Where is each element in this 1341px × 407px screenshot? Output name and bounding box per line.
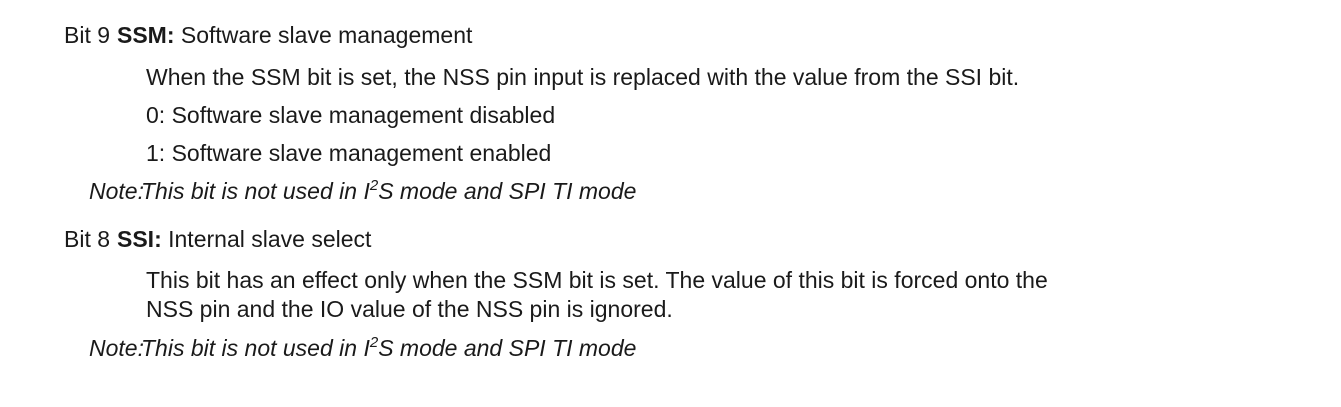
note-text-before: This bit is not used in I xyxy=(141,178,370,204)
note-label: Note: xyxy=(89,178,144,204)
bit-8-description-line-1: This bit has an effect only when the SSM… xyxy=(146,267,1048,293)
note-text-after: S mode and SPI TI mode xyxy=(378,335,637,361)
bit-number: Bit 8 xyxy=(64,226,111,252)
bit-9-value-1: 1: Software slave management enabled xyxy=(146,140,552,166)
bit-9-value-0: 0: Software slave management disabled xyxy=(146,102,556,128)
note-text-before: This bit is not used in I xyxy=(141,335,370,361)
note-text-after: S mode and SPI TI mode xyxy=(378,178,637,204)
note-superscript: 2 xyxy=(369,177,379,194)
bit-number: Bit 9 xyxy=(64,22,111,48)
bit-8-note: Note:This bit is not used in I2S mode an… xyxy=(89,334,636,362)
bit-8-description-line-2: NSS pin and the IO value of the NSS pin … xyxy=(146,296,673,322)
bit-name: SSI: xyxy=(117,226,162,252)
bit-9-description: When the SSM bit is set, the NSS pin inp… xyxy=(146,64,1020,90)
bit-title: Software slave management xyxy=(180,22,473,48)
bit-name: SSM: xyxy=(117,22,175,48)
bit-title: Internal slave select xyxy=(168,226,372,252)
bit-9-note: Note:This bit is not used in I2S mode an… xyxy=(89,177,636,205)
note-superscript: 2 xyxy=(369,334,379,351)
note-label: Note: xyxy=(89,335,144,361)
